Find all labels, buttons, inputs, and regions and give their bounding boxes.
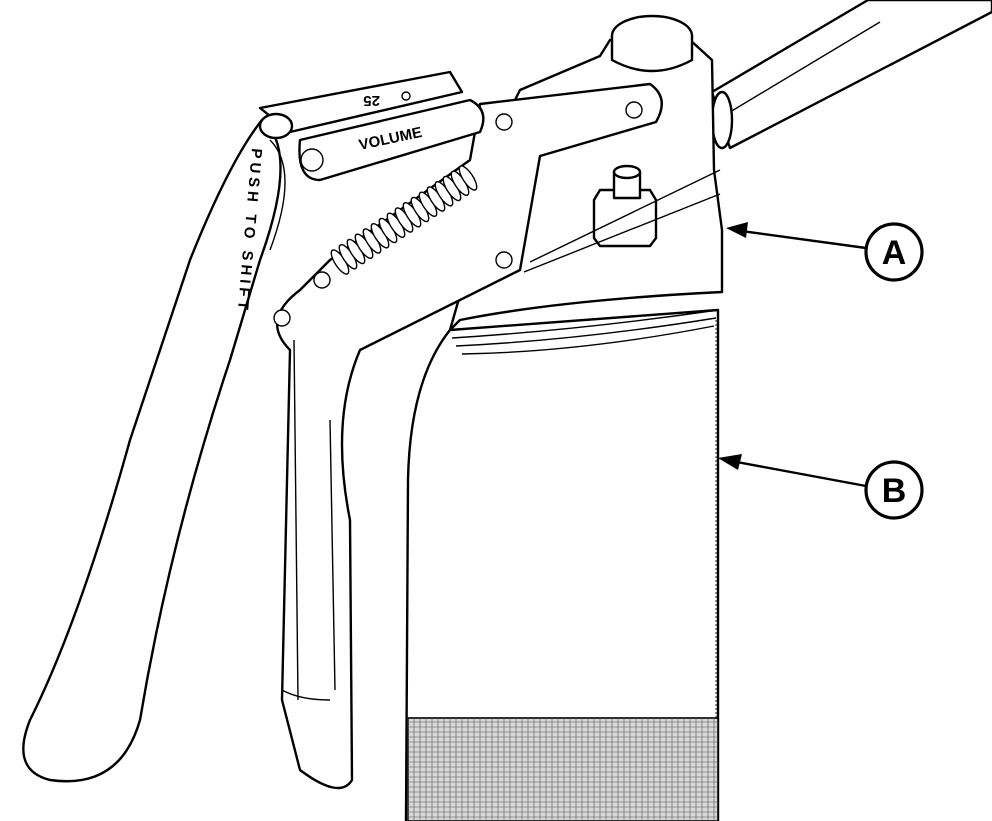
callout-a-label: A bbox=[882, 234, 907, 272]
callout-b: B bbox=[718, 454, 924, 520]
plate-number: 25 bbox=[363, 92, 380, 109]
extension-tube bbox=[710, 0, 992, 150]
volume-lever: VOLUME 25 bbox=[258, 70, 485, 182]
handle: PUSH TO SHIFT bbox=[22, 112, 294, 783]
knurled-base bbox=[407, 717, 719, 821]
spring bbox=[330, 165, 478, 275]
barrel bbox=[404, 308, 720, 821]
callout-b-label: B bbox=[882, 472, 907, 510]
grease-fitting bbox=[592, 164, 658, 248]
callout-a: A bbox=[726, 222, 924, 282]
trigger-housing bbox=[273, 82, 663, 790]
